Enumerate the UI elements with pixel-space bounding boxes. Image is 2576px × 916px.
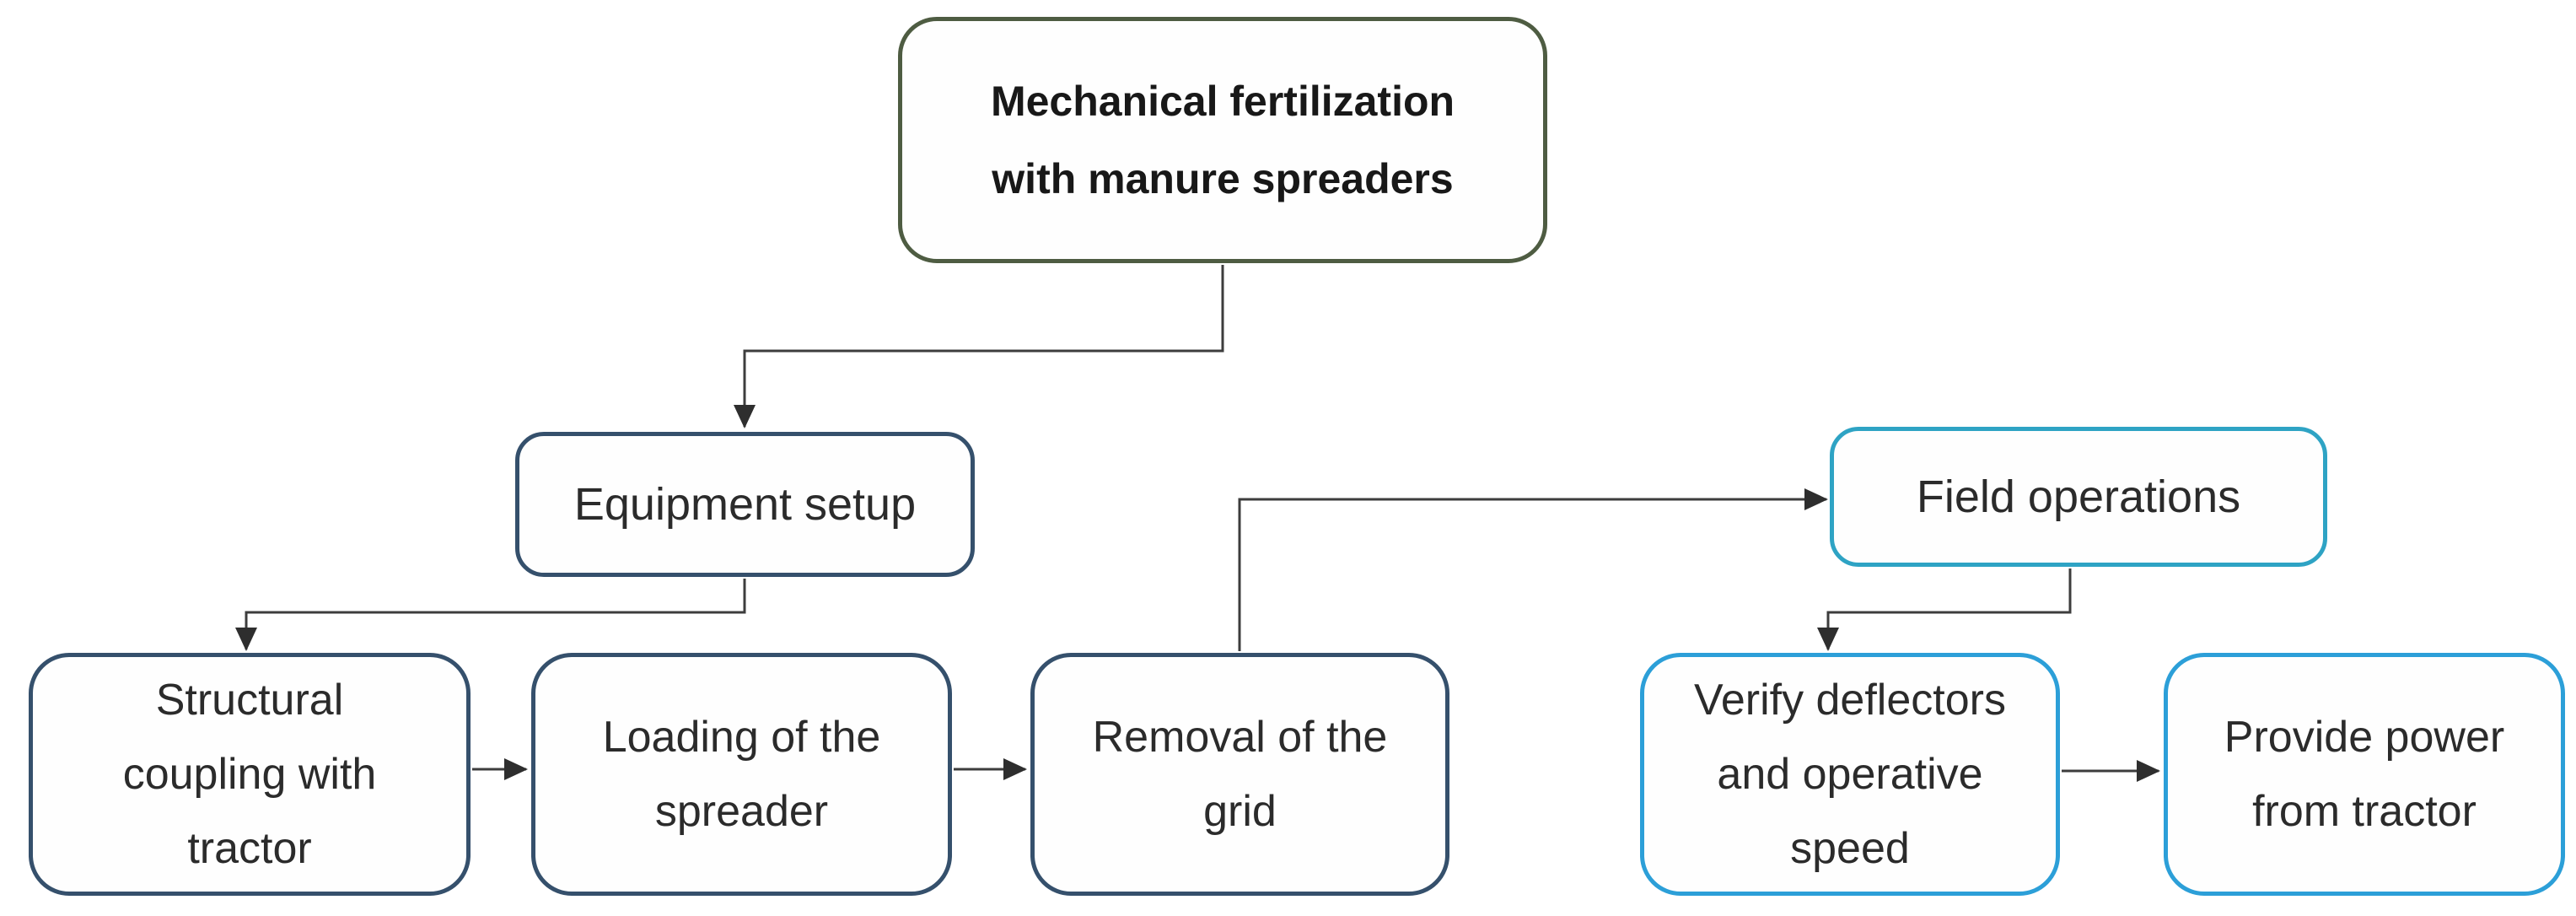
node-root: Mechanical fertilization with manure spr…	[898, 17, 1547, 263]
node-provide-power-label: Provide power from tractor	[2224, 713, 2505, 836]
node-field-operations: Field operations	[1830, 427, 2327, 567]
node-removal-grid: Removal of the grid	[1030, 653, 1449, 896]
connector-equipment-setup-to-structural-coupling	[235, 579, 746, 651]
node-removal-grid-label: Removal of the grid	[1092, 713, 1388, 836]
connector-removal-grid-to-field-operations	[1238, 488, 1828, 651]
node-provide-power: Provide power from tractor	[2164, 653, 2565, 896]
node-equipment-setup: Equipment setup	[515, 432, 975, 577]
node-field-operations-label: Field operations	[1916, 471, 2241, 522]
node-root-label: Mechanical fertilization with manure spr…	[990, 78, 1455, 202]
connector-field-operations-to-verify-deflectors	[1817, 568, 2072, 651]
node-structural-coupling: Structural coupling with tractor	[29, 653, 471, 896]
node-loading-spreader-label: Loading of the spreader	[602, 713, 881, 836]
node-verify-deflectors: Verify deflectors and operative speed	[1640, 653, 2060, 896]
node-loading-spreader: Loading of the spreader	[531, 653, 952, 896]
connector-root-to-equipment-setup	[734, 265, 1224, 428]
node-verify-deflectors-label: Verify deflectors and operative speed	[1694, 676, 2006, 873]
node-structural-coupling-label: Structural coupling with tractor	[122, 676, 377, 873]
node-equipment-setup-label: Equipment setup	[573, 479, 917, 530]
